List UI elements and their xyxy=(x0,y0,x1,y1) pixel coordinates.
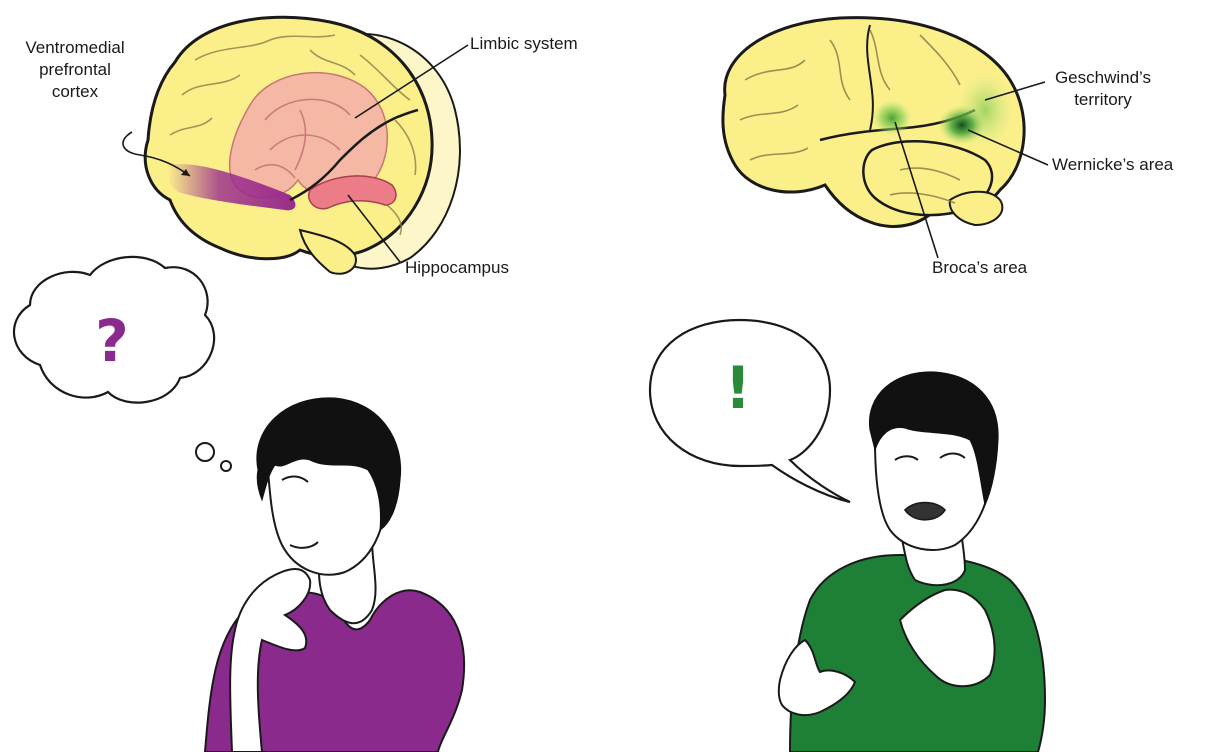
thought-dot-small xyxy=(221,461,231,471)
label-hippocampus: Hippocampus xyxy=(405,258,509,278)
right-cerebellum xyxy=(950,192,1003,225)
label-broca-area: Broca’s area xyxy=(932,258,1027,278)
exclamation-mark-glyph: ! xyxy=(708,355,768,421)
wernicke-area-highlight xyxy=(938,105,986,145)
label-vmpfc-line1: Ventromedial xyxy=(20,38,130,58)
thought-dot-large xyxy=(196,443,214,461)
label-geschwind-line1: Geschwind’s xyxy=(1048,68,1158,88)
question-mark-glyph: ? xyxy=(82,308,142,374)
label-vmpfc-line2: prefrontal xyxy=(20,60,130,80)
label-geschwind-line2: territory xyxy=(1048,90,1158,110)
label-vmpfc-line3: cortex xyxy=(20,82,130,102)
broca-area-highlight xyxy=(872,100,912,136)
right-brain xyxy=(723,18,1048,258)
label-limbic-system: Limbic system xyxy=(470,34,578,54)
left-brain xyxy=(123,17,468,274)
label-wernicke-area: Wernicke’s area xyxy=(1052,155,1173,175)
